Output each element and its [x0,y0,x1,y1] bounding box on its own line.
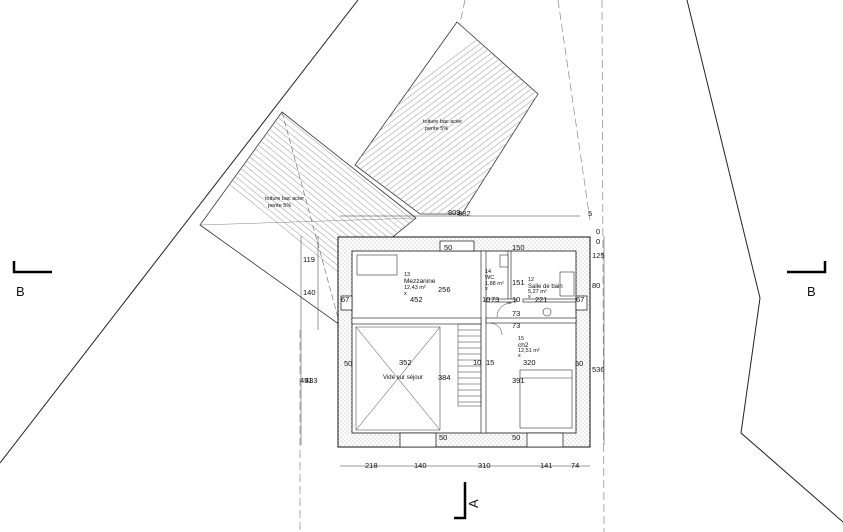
svg-text:140: 140 [303,288,316,297]
dimension-lines [300,215,605,467]
svg-text:12,43 m²: 12,43 m² [404,285,426,291]
svg-text:5: 5 [588,209,592,218]
svg-text:384: 384 [438,373,451,382]
svg-text:310: 310 [478,461,491,470]
svg-text:15: 15 [486,358,494,367]
roof-left-label-1: toiture bac acier [265,196,304,202]
svg-text:ch2: ch2 [518,342,529,349]
svg-text:218: 218 [365,461,378,470]
svg-text:WC: WC [485,275,494,281]
svg-text:536: 536 [592,365,605,374]
svg-text:B: B [807,284,816,299]
roof-right-label-1: toiture bac acier [423,119,462,125]
svg-text:73: 73 [512,309,520,318]
svg-text:5,27 m²: 5,27 m² [528,289,547,295]
svg-text:12: 12 [528,277,534,283]
roof-sheet-line [209,112,416,286]
svg-text:150: 150 [512,243,525,252]
svg-text:x: x [528,294,531,300]
windows [340,240,588,448]
svg-text:50: 50 [444,243,452,252]
svg-text:433: 433 [305,376,318,385]
door-swings [489,302,512,336]
roof-sheet-line [217,112,416,280]
roof-sheet-line [373,32,538,184]
svg-text:Salle de bain: Salle de bain [528,284,563,290]
svg-text:352: 352 [399,358,412,367]
svg-text:0: 0 [596,237,600,246]
svg-text:B: B [16,284,25,299]
svg-text:391: 391 [512,376,525,385]
svg-text:67: 67 [341,295,349,304]
svg-text:320: 320 [523,358,536,367]
section-marker-left: B [12,261,52,299]
svg-text:73: 73 [512,321,520,330]
svg-text:A: A [466,499,481,508]
svg-text:882: 882 [458,209,471,218]
svg-text:73: 73 [491,295,499,304]
svg-text:x: x [518,353,521,359]
svg-text:10: 10 [512,295,520,304]
svg-text:Vide sur séjour: Vide sur séjour [383,375,423,381]
roof-sheet-line [397,50,538,202]
svg-text:10: 10 [482,295,490,304]
roof-left-label-2: pente 5% [268,203,291,209]
stairs [457,323,482,407]
svg-text:80: 80 [592,281,600,290]
svg-text:14: 14 [485,269,491,275]
roof-sheet-line [213,112,416,283]
roof-sheet-line [401,53,538,205]
svg-text:x: x [404,291,407,297]
svg-text:50: 50 [575,359,583,368]
svg-text:451: 451 [300,376,313,385]
svg-text:452: 452 [410,295,423,304]
svg-text:141: 141 [540,461,553,470]
svg-text:50: 50 [439,433,447,442]
section-marker-bottom: A [454,482,481,520]
svg-text:10: 10 [473,358,481,367]
roof-sheet-line [221,112,416,277]
roof-sheet-line [381,38,538,190]
section-marker-right: B [787,261,827,299]
svg-text:x: x [485,286,488,292]
roof-sheet-line [393,47,538,199]
svg-text:15: 15 [518,336,524,342]
svg-text:0: 0 [596,227,600,236]
svg-text:67: 67 [576,295,584,304]
roof-sheet-line [385,41,538,193]
svg-text:125: 125 [592,251,605,260]
svg-text:140: 140 [414,461,427,470]
svg-text:1,88 m²: 1,88 m² [485,281,504,287]
roof-sheet-line [409,59,538,211]
svg-text:809: 809 [448,208,461,217]
svg-text:221: 221 [535,295,548,304]
svg-text:50: 50 [344,359,352,368]
svg-text:Mezzanine: Mezzanine [404,278,436,285]
svg-text:13: 13 [404,272,410,278]
svg-text:151: 151 [512,278,525,287]
svg-text:12,51 m²: 12,51 m² [518,348,540,354]
dimension-labels: 809 882 5 50 150 0 119 140 67 50 451 433… [300,208,605,470]
svg-text:50: 50 [512,433,520,442]
roof-sheet-line [405,56,538,208]
roof-sheet-line [377,35,538,187]
roof-sheet-line [389,44,538,196]
svg-text:74: 74 [571,461,579,470]
svg-text:119: 119 [303,255,315,264]
furniture [356,254,575,429]
roof-right-label-2: pente 5% [425,126,448,132]
void-cross [355,326,441,431]
svg-text:256: 256 [438,285,451,294]
room-labels: 13 Mezzanine 12,43 m² x 14 WC 1,88 m² x … [383,269,563,381]
